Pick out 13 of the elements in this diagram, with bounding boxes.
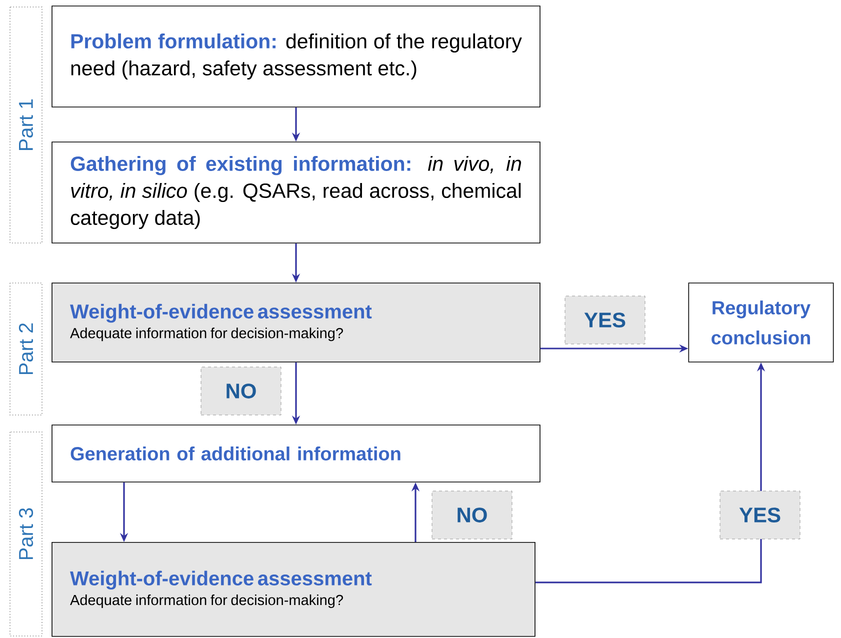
edge-label: NO [200, 366, 282, 416]
assessment-box: Weight-of-evidence assessment Adequate information for decision-making? [52, 542, 536, 637]
part-band: Part 1 [10, 6, 42, 244]
edge-label: YES [720, 490, 800, 540]
edge-label: NO [432, 490, 512, 540]
edge-label: YES [564, 296, 646, 344]
process-box: Generation of additional information [52, 424, 540, 482]
process-box: Problem formulation: definition of the regulatory need (hazard, safety assessment etc.) [52, 6, 540, 108]
conclusion-box: Regulatory conclusion [688, 282, 834, 362]
assessment-box: Weight-of-evidence assessment Adequate information for decision-making? [52, 282, 540, 362]
part-band: Part 2 [10, 282, 42, 416]
process-box: Gathering of existing information: in vivo, in vitro, in silico (e.g. QSARs, read across, chemical category data) [52, 142, 540, 244]
part-band: Part 3 [10, 432, 42, 636]
